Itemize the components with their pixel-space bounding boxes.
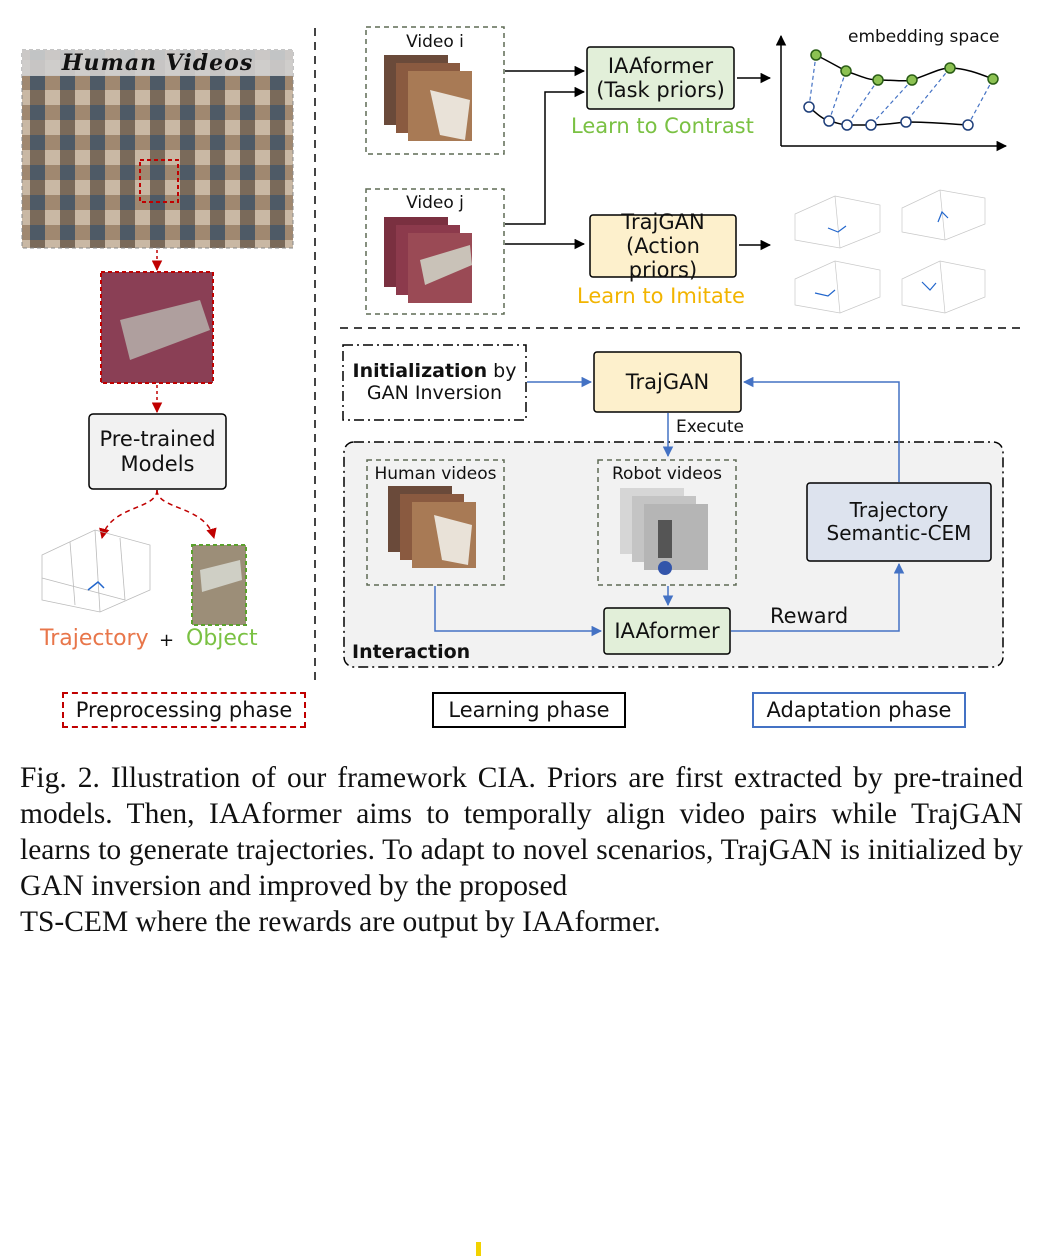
interaction-label: Interaction [352,641,471,663]
video-j-stack [384,217,472,303]
pretrained-line1: Pre-trained [99,427,216,452]
selected-frame-marker [139,159,179,203]
robot-videos-label: Robot videos [611,464,722,484]
trajectory-label: Trajectory [40,626,149,651]
arrow-cem-to-trajgan [742,376,900,482]
adaptation-phase-legend: Adaptation phase [752,692,966,728]
iaaformer-task-label: IAAformer (Task priors) [587,47,734,109]
robot-videos-frame [597,459,737,586]
video-j-frame [365,188,505,315]
learn-contrast-label: Learn to Contrast [571,114,754,138]
iaaformer-task-line2: (Task priors) [596,78,725,102]
trajectory-plot [41,529,151,613]
human-videos-title: Human Videos [61,50,254,76]
trajgan-action-box [589,214,737,278]
arrow-to-trajectory [99,489,158,540]
ts-cem-line1: Trajectory [849,498,949,522]
iaaformer-task-line1: IAAformer [607,53,714,78]
video-j-label: Video j [406,193,464,213]
initialization-label: Initialization by GAN Inversion [343,345,526,420]
caption-body: Fig. 2. Illustration of our framework CI… [20,762,1023,902]
trajgan-adapt-label: TrajGAN [625,369,710,394]
reward-label: Reward [770,604,849,628]
human-videos-banner [22,50,293,76]
human-videos-frame [366,459,505,586]
iaaformer-adapt-label: IAAformer [614,618,720,643]
initialization-box [342,344,527,421]
trajgan-action-label: TrajGAN (Action priors) [590,210,736,282]
caption-last-line: TS-CEM where the rewards are output by I… [20,906,661,938]
object-crop-shape [200,560,242,592]
human-videos-collage [21,49,294,249]
video-i-frame [365,26,505,155]
arrow-human-to-iaaformer [434,586,603,637]
pretrained-models-box [88,413,227,490]
embedding-space-label: embedding space [848,27,1000,47]
trajgan-action-line2: (Action priors) [626,233,700,283]
ts-cem-label: Trajectory Semantic-CEM [807,483,991,561]
initialization-line1: Initialization by [352,359,517,383]
robot-videos-stack [620,488,708,575]
object-label: Object [186,626,258,651]
arrow-to-object [156,489,217,540]
embedding-plot [775,34,1008,152]
video-i-stack [384,55,472,141]
human-videos-label: Human videos [374,464,497,484]
ts-cem-line2: Semantic-CEM [826,521,972,545]
pretrained-line2: Models [120,451,195,476]
initialization-line2: GAN Inversion [366,381,503,404]
initialization-bold: Initialization [352,359,488,382]
iaaformer-task-box [586,46,735,110]
learning-phase-legend: Learning phase [432,692,626,728]
learn-imitate-label: Learn to Imitate [577,284,745,308]
arrow-reward-to-cem [731,562,905,632]
video-i-label: Video i [406,32,464,52]
initialization-by: by [487,359,517,382]
framework-diagram [21,26,1022,680]
execute-label: Execute [676,417,744,437]
bottom-marker [476,1242,481,1256]
preprocessing-phase-legend: Preprocessing phase [62,692,306,728]
plus-label: + [159,630,175,651]
arrow-video-j-to-iaaformer [505,86,586,225]
trajgan-adapt-box [593,351,742,413]
figure-caption: Fig. 2. Illustration of our framework CI… [20,760,1023,940]
pretrained-models-label: Pre-trained Models [89,414,226,489]
iaaformer-adapt-box [603,607,731,655]
ts-cem-box [806,482,992,562]
trajgan-action-line1: TrajGAN [621,209,705,234]
cropped-object-shape [120,300,210,360]
generated-trajectory-plots [794,189,986,314]
human-videos-stack [388,486,476,568]
